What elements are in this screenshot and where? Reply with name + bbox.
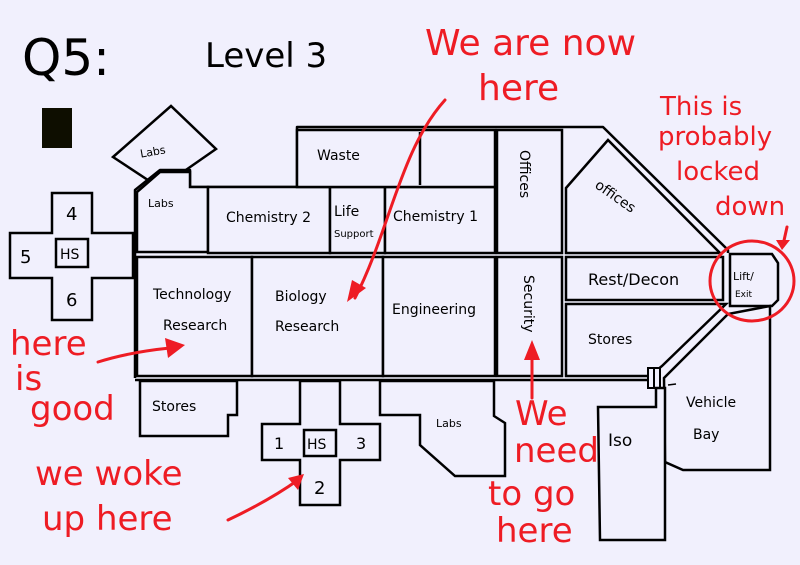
svg-text:is: is (15, 359, 42, 399)
svg-text:here: here (496, 511, 573, 551)
svg-text:Chemistry 1: Chemistry 1 (393, 209, 478, 225)
arrow-icon (524, 340, 540, 360)
room-stores-bottom: Stores (138, 379, 239, 438)
svg-text:Labs: Labs (436, 417, 462, 430)
svg-text:Research: Research (275, 319, 339, 335)
arrow-icon (288, 474, 304, 490)
hub-left-center: HS (60, 247, 80, 263)
svg-text:probably: probably (658, 122, 772, 152)
room-offices-vertical: Offices (495, 128, 564, 255)
svg-text:Lift/: Lift/ (733, 270, 754, 283)
annotation-locked-down: This is probably locked down (658, 92, 796, 323)
svg-text:2: 2 (314, 478, 325, 499)
svg-text:1: 1 (274, 434, 284, 453)
svg-text:up here: up here (42, 499, 173, 539)
black-marker (42, 108, 72, 148)
room-rest-decon: Rest/Decon (564, 255, 725, 302)
door-vehicle-bay[interactable] (647, 367, 661, 389)
svg-text:Rest/Decon: Rest/Decon (588, 270, 679, 289)
svg-text:Stores: Stores (152, 399, 196, 415)
svg-text:Biology: Biology (275, 289, 327, 305)
question-number: Q5: (22, 29, 110, 87)
room-waste: Waste (295, 128, 497, 189)
hub-left: HS 4 5 6 (8, 191, 135, 322)
svg-text:Iso: Iso (608, 431, 632, 451)
room-labs-bottom: Labs (378, 379, 507, 478)
svg-text:3: 3 (356, 434, 366, 453)
svg-text:Engineering: Engineering (392, 302, 476, 318)
svg-text:here: here (10, 324, 87, 364)
svg-text:Stores: Stores (588, 332, 632, 348)
arrow-icon (347, 280, 366, 302)
annotation-woke-up-here: we woke up here (35, 454, 304, 539)
room-chemistry-2: Chemistry 2 (206, 185, 332, 255)
hub-left-4: 4 (66, 204, 77, 225)
svg-text:We are now: We are now (425, 23, 636, 64)
svg-text:Security: Security (520, 275, 536, 333)
hub-left-6: 6 (66, 290, 77, 311)
svg-text:to go: to go (488, 474, 575, 514)
hub-left-5: 5 (20, 247, 31, 268)
room-offices-diagonal: offices (564, 138, 723, 255)
svg-text:Waste: Waste (317, 148, 360, 164)
svg-text:here: here (478, 68, 559, 109)
room-iso: Iso (596, 386, 667, 542)
svg-text:need: need (514, 431, 599, 471)
svg-text:Labs: Labs (148, 197, 174, 210)
svg-text:Chemistry 2: Chemistry 2 (226, 210, 311, 226)
svg-text:Support: Support (334, 229, 374, 240)
svg-text:Life: Life (334, 204, 359, 220)
annotation-now-here: We are now here (347, 23, 636, 302)
arrow-icon (776, 240, 790, 250)
room-chemistry-1: Chemistry 1 (383, 185, 497, 255)
svg-text:Labs: Labs (139, 143, 167, 160)
svg-text:down: down (715, 192, 785, 222)
svg-text:We: We (515, 394, 568, 434)
svg-text:Bay: Bay (693, 427, 719, 443)
svg-text:This is: This is (659, 92, 742, 122)
room-lift-exit[interactable]: Lift/Exit (728, 252, 780, 308)
hub-bottom: HS 1 3 2 (260, 379, 382, 507)
svg-text:Vehicle: Vehicle (686, 395, 736, 411)
svg-text:good: good (30, 389, 115, 429)
svg-text:Technology: Technology (152, 287, 231, 303)
svg-text:locked: locked (676, 157, 760, 187)
room-labs-top: Labs (135, 170, 210, 254)
level-title: Level 3 (205, 36, 327, 76)
room-engineering: Engineering (381, 255, 497, 378)
svg-text:Exit: Exit (735, 290, 753, 300)
annotation-need-to-go-here: We need to go here (488, 340, 599, 551)
svg-text:we woke: we woke (35, 454, 183, 494)
room-labs-angled: Labs (110, 104, 218, 190)
svg-text:Offices: Offices (516, 150, 532, 198)
svg-text:HS: HS (307, 437, 327, 453)
annotation-here-is-good: here is good (10, 324, 185, 429)
arrow-icon (165, 338, 185, 358)
svg-text:Research: Research (163, 318, 227, 334)
